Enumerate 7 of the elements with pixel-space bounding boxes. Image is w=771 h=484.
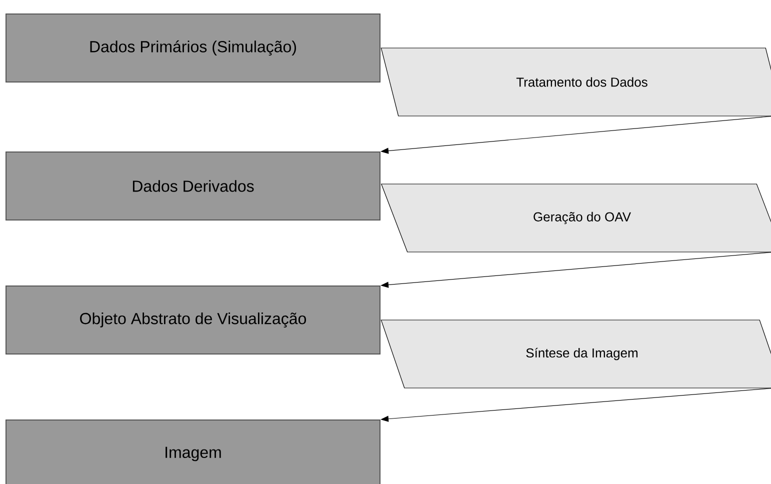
process-box: Objeto Abstrato de Visualização xyxy=(6,286,380,354)
process-parallelogram: Tratamento dos Dados xyxy=(380,48,771,116)
process-parallelogram: Síntese da Imagem xyxy=(380,320,771,388)
process-box: Dados Primários (Simulação) xyxy=(6,14,380,82)
process-box: Dados Derivados xyxy=(6,152,380,220)
process-box: Imagem xyxy=(6,420,380,484)
process-parallelogram: Geração do OAV xyxy=(380,184,771,252)
